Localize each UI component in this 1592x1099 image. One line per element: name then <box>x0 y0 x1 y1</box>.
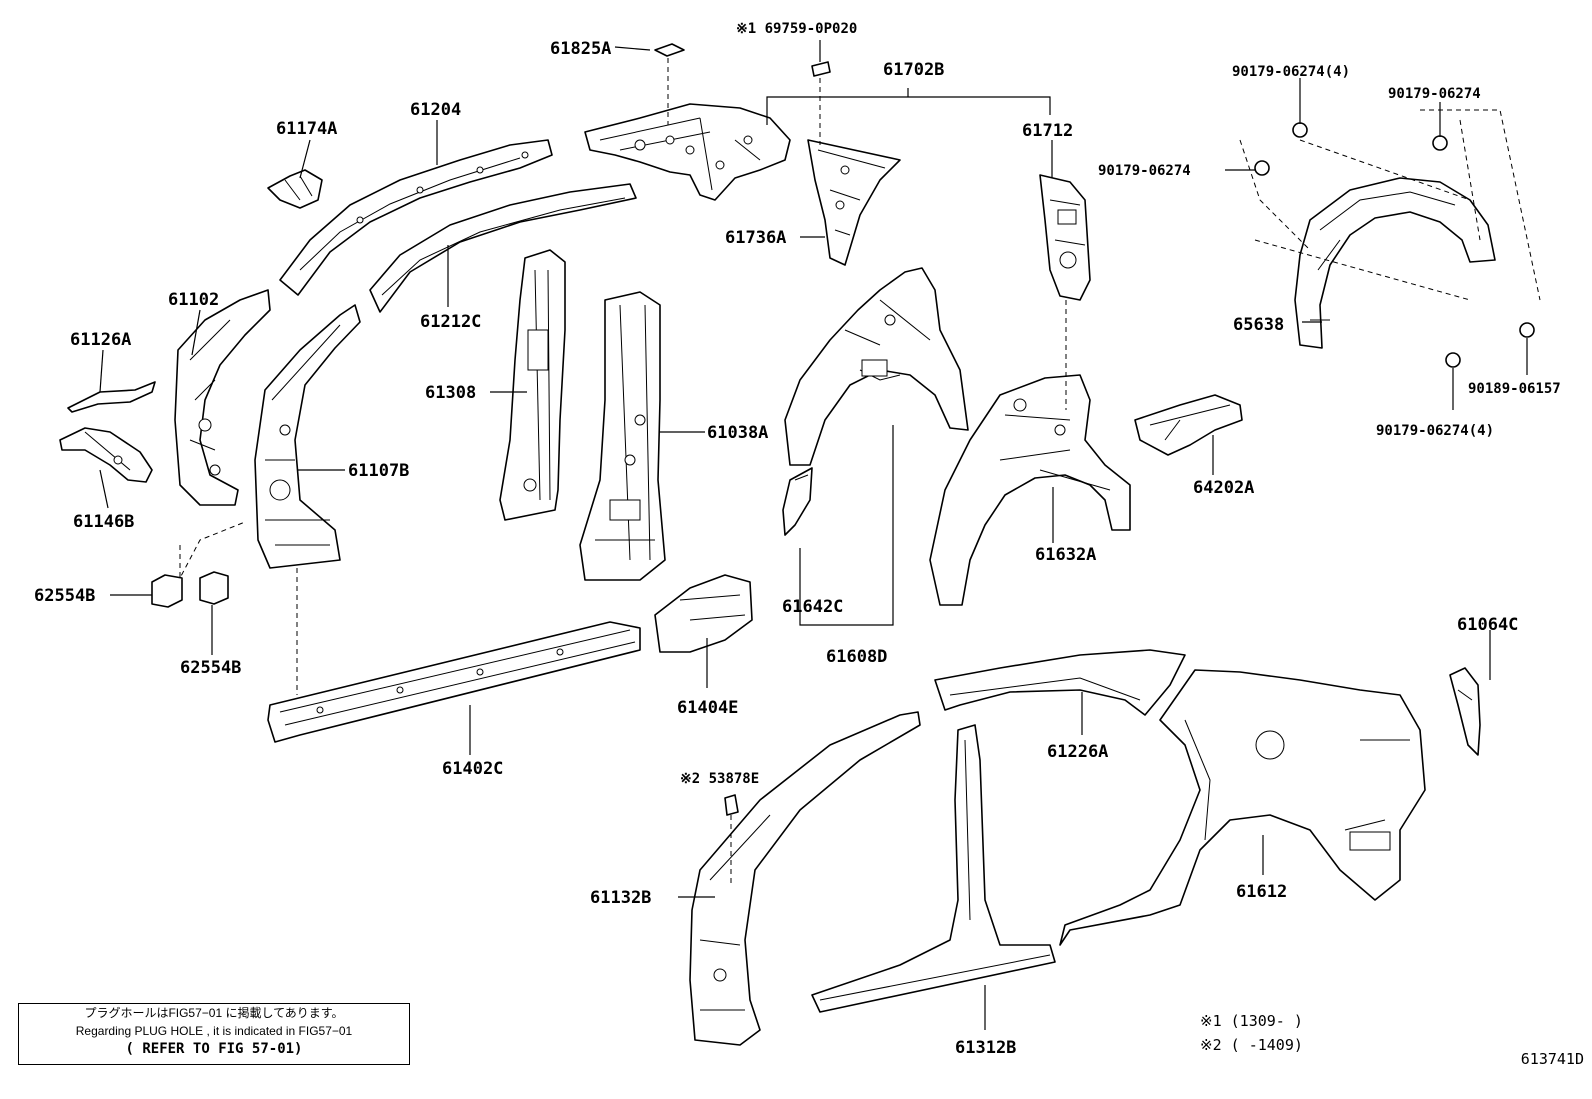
part-61308 <box>499 249 566 521</box>
label-90179-06274-4-top: 90179-06274(4) <box>1232 64 1350 80</box>
part-53878e <box>724 794 739 816</box>
part-61226a <box>934 649 1186 716</box>
part-61102 <box>174 289 271 506</box>
label-90179-06274-left: 90179-06274 <box>1098 163 1191 179</box>
part-61064c <box>1449 667 1481 756</box>
label-62554b-1: 62554B <box>34 586 95 606</box>
plug-hole-note: プラグホールはFIG57−01 に掲載してあります。 Regarding PLU… <box>18 1003 410 1065</box>
label-61632a: 61632A <box>1035 545 1096 565</box>
label-65638: 65638 <box>1233 315 1284 335</box>
label-62554b-2: 62554B <box>180 658 241 678</box>
label-61126a: 61126A <box>70 330 131 350</box>
label-61038a: 61038A <box>707 423 768 443</box>
footnote-2: ※2 ( -1409) <box>1200 1036 1303 1054</box>
label-61146b: 61146B <box>73 512 134 532</box>
part-61174a <box>267 169 323 209</box>
part-61608d <box>784 267 969 466</box>
label-61404e: 61404E <box>677 698 738 718</box>
part-62554b-2 <box>199 571 229 605</box>
label-61204: 61204 <box>410 100 461 120</box>
part-61204 <box>279 139 553 296</box>
label-61226a: 61226A <box>1047 742 1108 762</box>
clip-90179-b <box>1432 135 1448 151</box>
label-61712: 61712 <box>1022 121 1073 141</box>
note-line-english: Regarding PLUG HOLE , it is indicated in… <box>75 1024 353 1038</box>
label-61825a: 61825A <box>550 39 611 59</box>
label-61102: 61102 <box>168 290 219 310</box>
clip-90179-c <box>1254 160 1270 176</box>
part-69759 <box>811 61 831 77</box>
label-90179-06274-4-bottom: 90179-06274(4) <box>1376 423 1494 439</box>
label-90189-06157: 90189-06157 <box>1468 381 1561 397</box>
part-65638 <box>1239 109 1541 349</box>
label-90179-06274-right: 90179-06274 <box>1388 86 1481 102</box>
part-61146b <box>59 427 153 483</box>
label-61212c: 61212C <box>420 312 481 332</box>
figure-id: 613741D <box>1520 1050 1584 1068</box>
label-61736a: 61736A <box>725 228 786 248</box>
label-61402c: 61402C <box>442 759 503 779</box>
label-61608d: 61608D <box>826 647 887 667</box>
footnote-1: ※1 (1309- ) <box>1200 1012 1303 1030</box>
label-61642c: 61642C <box>782 597 843 617</box>
part-61312b <box>811 724 1056 1013</box>
label-61312b: 61312B <box>955 1038 1016 1058</box>
label-64202a: 64202A <box>1193 478 1254 498</box>
part-61632a <box>929 374 1131 606</box>
clip-90179-a <box>1292 122 1308 138</box>
clip-90179-d <box>1445 352 1461 368</box>
part-61642c <box>782 467 813 536</box>
note-line-refer: ( REFER TO FIG 57-01) <box>125 1041 303 1057</box>
part-61126a <box>67 381 156 413</box>
label-69759-0p020: ※1 69759-0P020 <box>736 21 857 37</box>
label-61107b: 61107B <box>348 461 409 481</box>
part-61736a <box>807 139 901 266</box>
dash-62554b <box>179 521 246 579</box>
part-62554b-1 <box>151 574 183 608</box>
part-61712 <box>1039 174 1091 301</box>
part-64202a <box>1134 394 1243 456</box>
label-61308: 61308 <box>425 383 476 403</box>
part-61038a <box>579 291 666 581</box>
label-61702b: 61702B <box>883 60 944 80</box>
leader-lines <box>99 40 1528 1030</box>
part-61107b <box>254 304 361 569</box>
clip-90189 <box>1519 322 1535 338</box>
part-61702b-panel <box>584 103 791 201</box>
label-61064c: 61064C <box>1457 615 1518 635</box>
part-61404e <box>654 574 753 653</box>
note-line-japanese: プラグホールはFIG57−01 に掲載してあります。 <box>84 1006 344 1020</box>
part-61825a <box>654 43 685 57</box>
part-61132b <box>689 711 921 1046</box>
label-61174a: 61174A <box>276 119 337 139</box>
part-61402c <box>267 621 641 743</box>
part-61212c <box>369 183 637 313</box>
label-61612: 61612 <box>1236 882 1287 902</box>
part-61612 <box>1059 669 1426 946</box>
label-61132b: 61132B <box>590 888 651 908</box>
label-53878e: ※2 53878E <box>680 771 759 787</box>
